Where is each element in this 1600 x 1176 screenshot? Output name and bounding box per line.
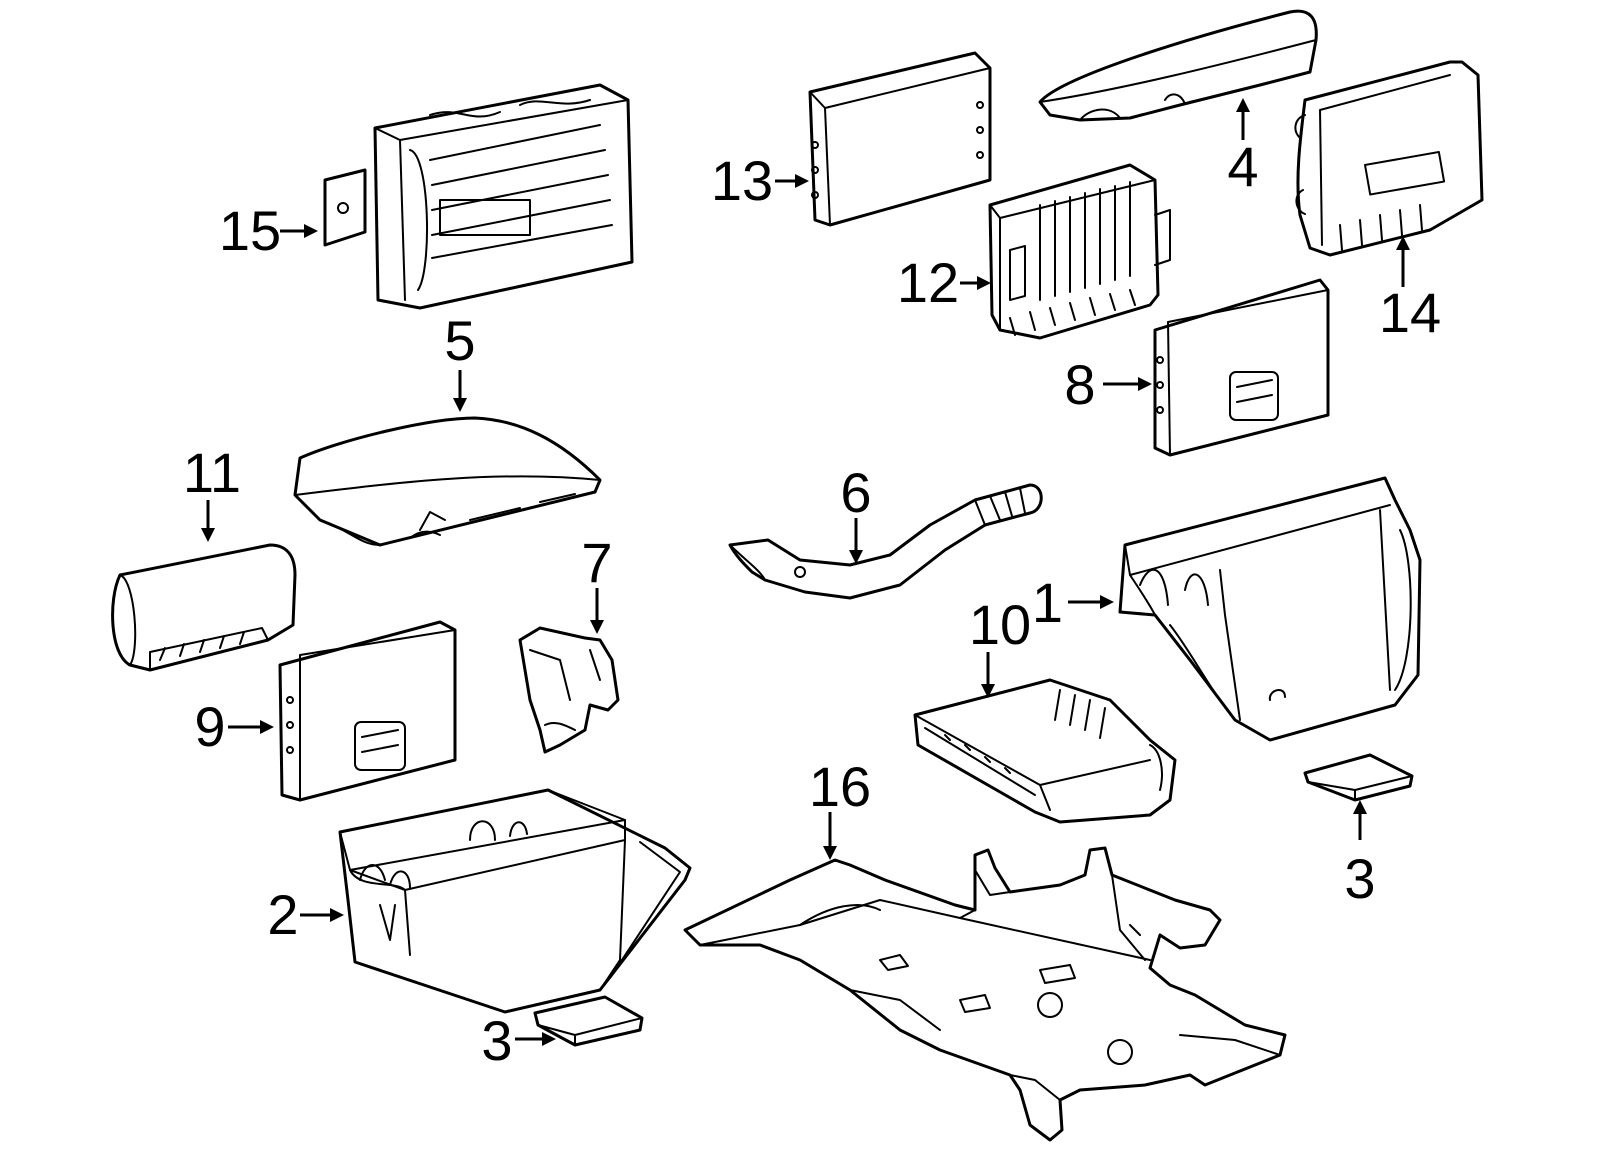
part-3-pad-lower [533, 995, 644, 1047]
part-1-housing [1118, 476, 1422, 742]
part-2-bin [338, 788, 692, 1014]
part-16-plate [683, 846, 1287, 1142]
callout-15: 15 [219, 199, 281, 262]
callout-12: 12 [897, 251, 959, 314]
callout-6: 6 [840, 461, 871, 524]
part-13-module [808, 51, 992, 227]
part-8-module [1153, 278, 1330, 457]
callout-11: 11 [183, 441, 241, 504]
callout-5: 5 [444, 309, 475, 372]
part-10-module [913, 678, 1177, 824]
part-11-module [111, 543, 297, 672]
callout-7: 7 [581, 531, 612, 594]
callout-labels: 1 2 3 3 4 5 6 7 8 9 10 11 12 13 14 15 16 [183, 135, 1441, 1072]
callout-4: 4 [1227, 135, 1258, 198]
part-14-module [1294, 60, 1484, 257]
callout-13: 13 [711, 149, 773, 212]
part-6-duct [728, 483, 1043, 600]
callout-2: 2 [267, 883, 298, 946]
callout-8: 8 [1064, 353, 1095, 416]
part-9-module [278, 620, 457, 802]
callout-10: 10 [969, 593, 1031, 656]
callout-9: 9 [194, 695, 225, 758]
callout-16: 16 [809, 755, 871, 818]
callout-3-right: 3 [1344, 847, 1375, 910]
part-5-cover [293, 416, 602, 547]
part-15-module [323, 83, 634, 310]
part-12-module [988, 163, 1171, 340]
callout-1: 1 [1032, 571, 1063, 634]
leader-arrows [201, 98, 1410, 1046]
callout-3-lower: 3 [481, 1009, 512, 1072]
callout-14: 14 [1379, 281, 1441, 344]
part-4-cover [1038, 9, 1318, 122]
part-7-bracket [518, 626, 620, 754]
part-3-pad-right [1303, 753, 1414, 802]
